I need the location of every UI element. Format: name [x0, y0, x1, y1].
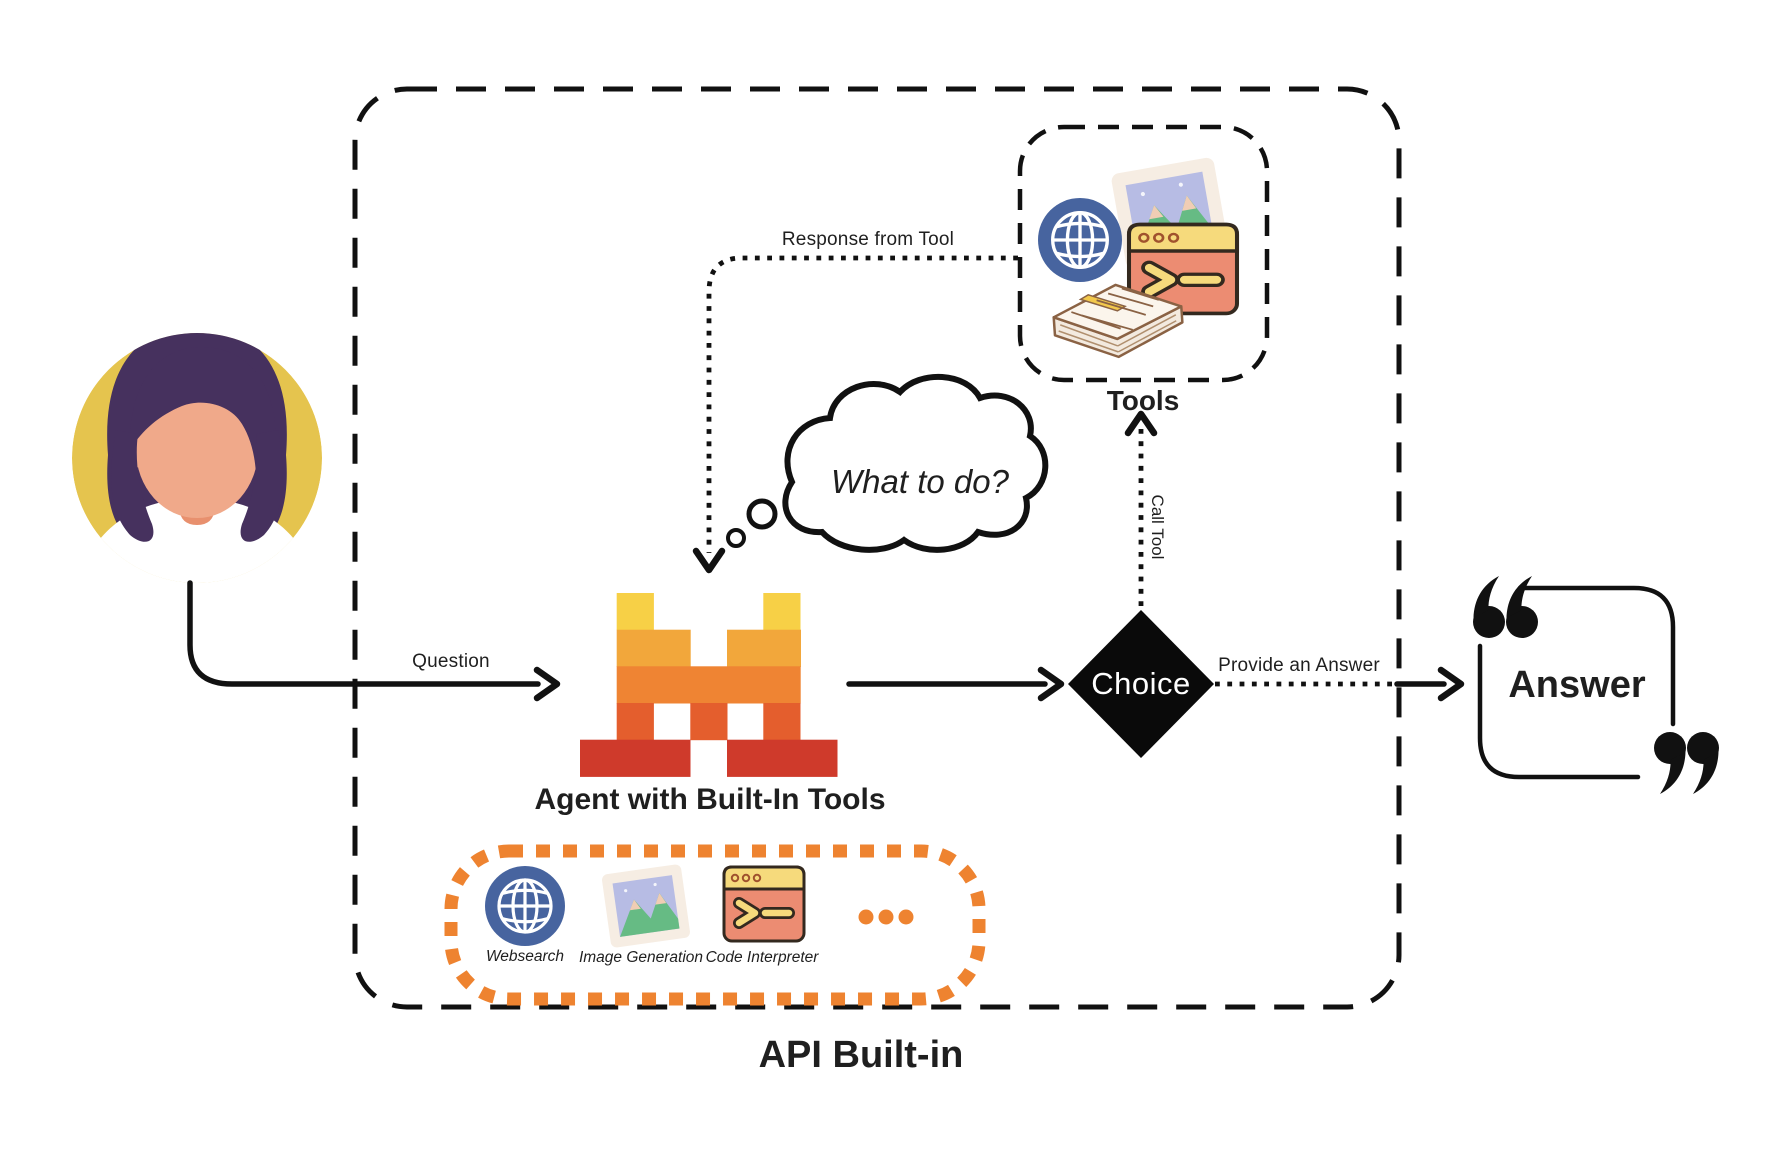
api-box-label: API Built-in: [758, 1034, 964, 1076]
globe-icon: [483, 864, 567, 948]
open-quote-icon: [1473, 576, 1538, 638]
builtin-tool-label-code-interpreter: Code Interpreter: [705, 949, 819, 966]
answer-label: Answer: [1508, 664, 1646, 706]
edge-call-tool: [1124, 410, 1158, 606]
photo-icon: [601, 863, 691, 949]
woman-avatar-icon: [72, 333, 322, 583]
edge-provide-answer: [1215, 666, 1465, 702]
builtin-tools-box: [444, 844, 986, 1006]
api-container-box: [352, 86, 1402, 1010]
builtin-tools-icons: [483, 863, 914, 949]
edge-question: [187, 580, 561, 702]
choice-label: Choice: [1091, 666, 1191, 701]
ellipsis-icon: [858, 909, 914, 925]
choice-diamond: [1068, 610, 1214, 758]
edge-label-provide-an-answer: Provide an Answer: [1218, 655, 1380, 676]
close-quote-icon: [1654, 732, 1719, 794]
terminal-icon: [724, 867, 804, 941]
builtin-tool-label-image-generation: Image Generation: [578, 949, 704, 966]
tools-cluster: [1036, 156, 1237, 359]
thought-bubble-text: What to do?: [831, 463, 1009, 500]
paper-stack-icon: [1052, 283, 1184, 359]
edge-label-response-from-tool: Response from Tool: [781, 229, 955, 250]
tools-box-label: Tools: [1106, 385, 1180, 416]
tools-box: [1017, 124, 1270, 383]
thought-bubble: [726, 373, 1049, 553]
agent-label: Agent with Built-In Tools: [534, 783, 886, 816]
globe-icon: [1036, 196, 1124, 284]
edge-agent-to-choice: [846, 666, 1065, 702]
answer-quote-frame: [1473, 576, 1719, 794]
builtin-tool-label-websearch: Websearch: [485, 948, 565, 965]
edge-response-from-tool: [692, 255, 1018, 574]
edge-label-call-tool: Call Tool: [1148, 494, 1167, 560]
edge-label-question: Question: [412, 651, 490, 672]
mistral-m-logo-icon: [580, 593, 838, 777]
